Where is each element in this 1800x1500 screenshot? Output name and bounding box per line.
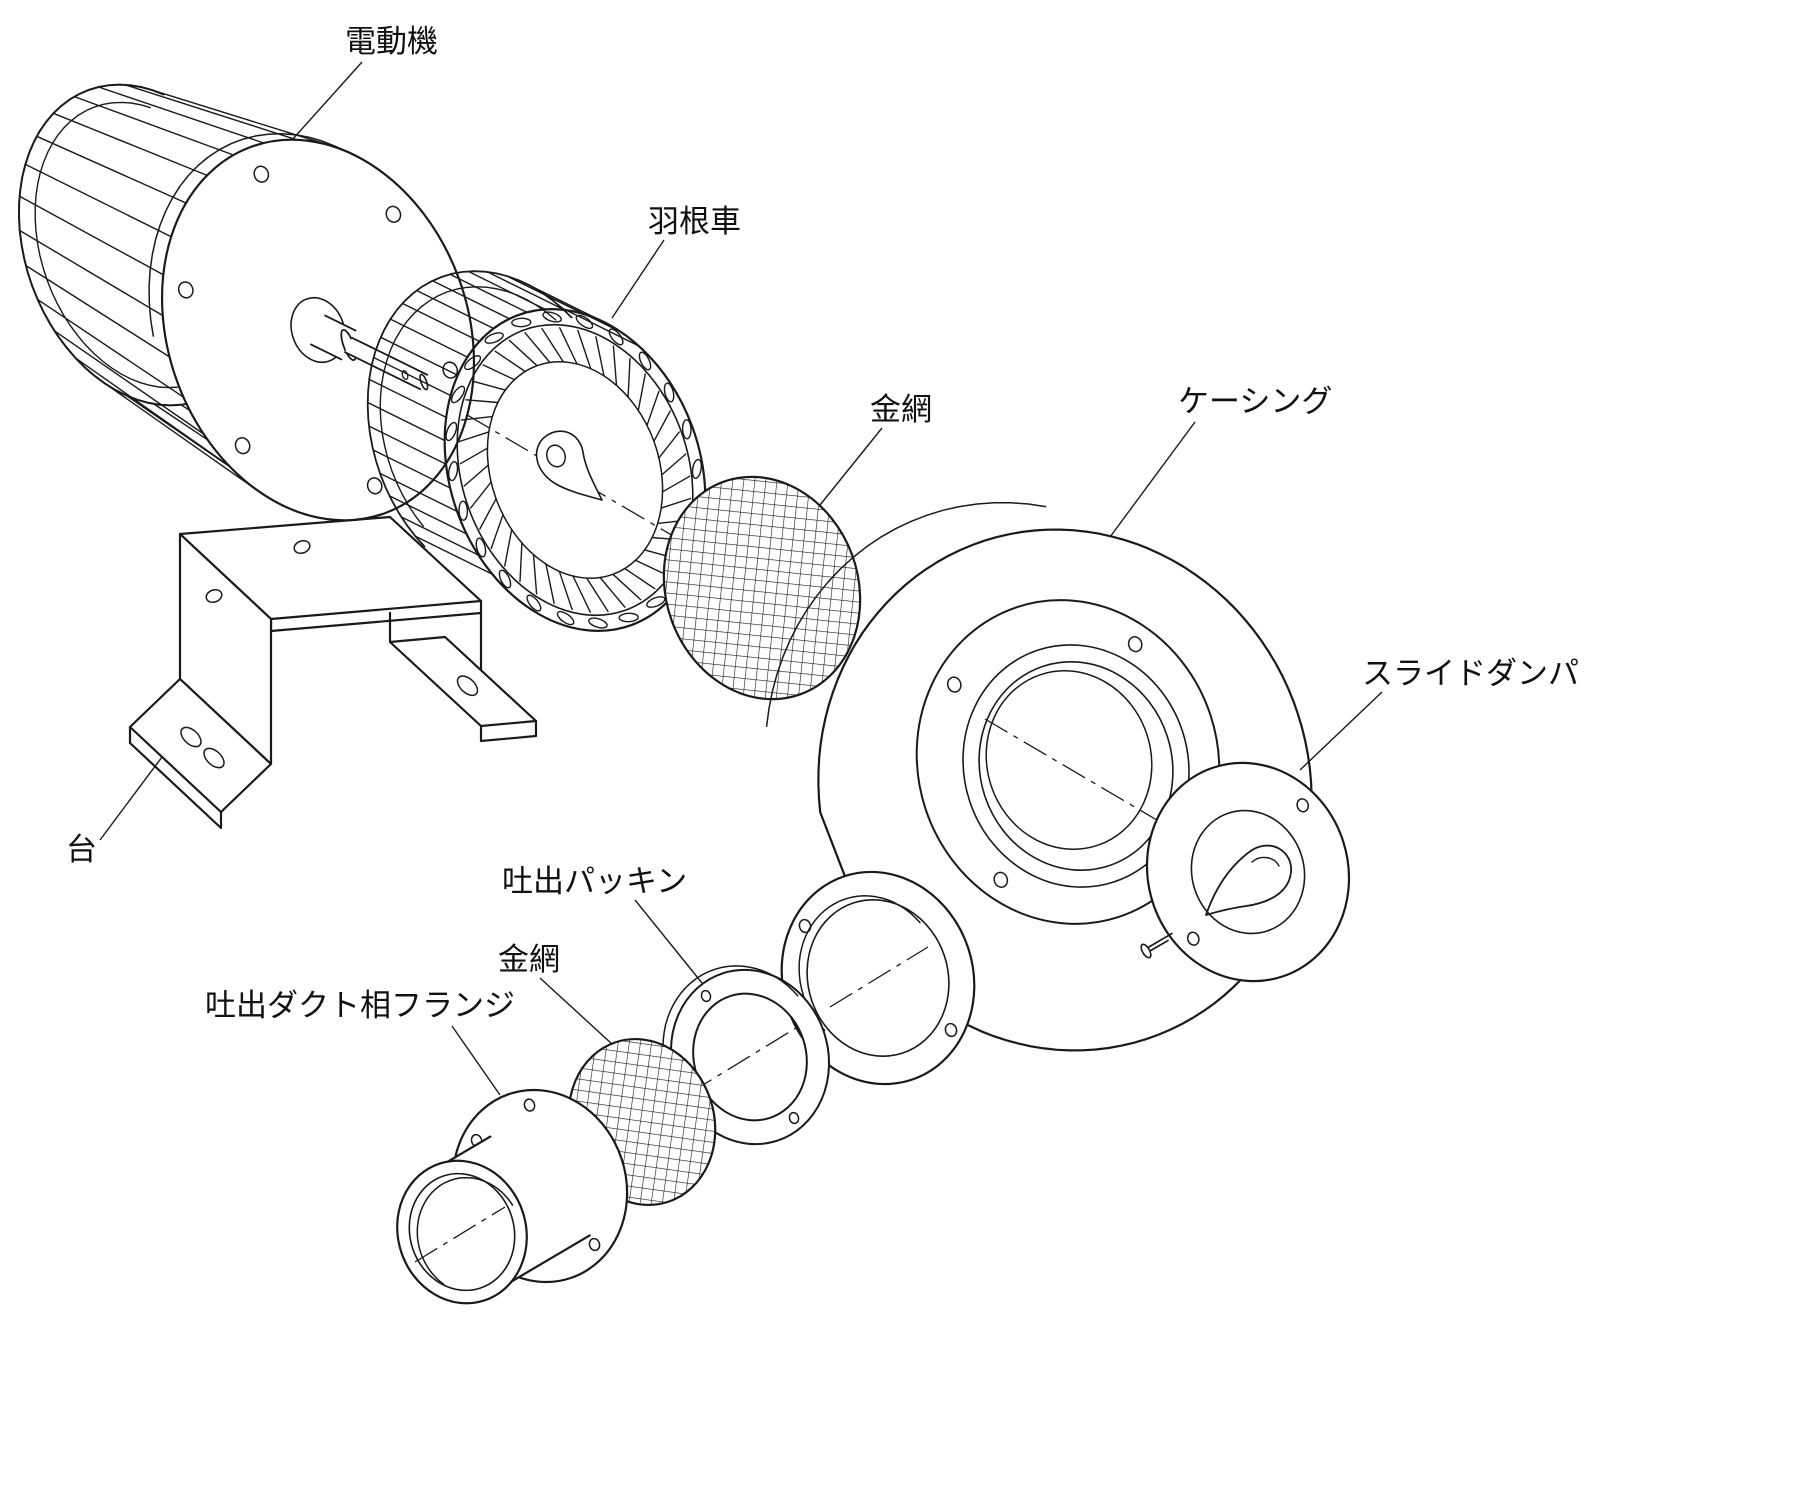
label-discharge-packing: 吐出パッキン: [502, 864, 687, 900]
shaft-boss: [290, 296, 346, 364]
label-duct-flange: 吐出ダクト相フランジ: [205, 988, 515, 1024]
base-bracket: [128, 515, 538, 830]
slide-damper: [1140, 761, 1351, 983]
impeller: [443, 308, 707, 632]
leader-packing: [634, 899, 703, 984]
label-mesh-discharge: 金網: [498, 942, 560, 978]
duct-centerline-segment: [414, 1206, 506, 1263]
impeller-cage: [366, 270, 640, 575]
leader-slide-damper: [1299, 691, 1383, 771]
impeller-hub: [535, 430, 603, 501]
impeller-shaft-hole: [545, 444, 567, 468]
casing-back-edge: [765, 501, 1047, 728]
casing-centerline-segments: [829, 718, 1163, 1008]
leader-duct-flange: [451, 1025, 501, 1096]
damper-pin: [1140, 943, 1152, 959]
leader-mesh-discharge: [539, 977, 613, 1045]
label-motor: 電動機: [345, 24, 438, 60]
label-slide-damper: スライドダンパ: [1362, 656, 1579, 692]
wire-mesh-inlet: [662, 475, 862, 701]
label-impeller: 羽根車: [648, 204, 741, 240]
part-labels: 電動機 羽根車 金網 ケーシング スライドダンパ 台 吐出パッキン 金網 吐出ダ…: [66, 24, 1579, 1024]
leader-impeller: [611, 239, 665, 319]
leader-mesh-inlet: [819, 427, 883, 506]
leader-motor: [291, 61, 363, 141]
label-base: 台: [66, 832, 97, 868]
leader-casing: [1109, 421, 1196, 538]
leader-base: [99, 756, 163, 841]
label-casing: ケーシング: [1178, 384, 1332, 420]
damper-opening: [1205, 844, 1292, 916]
label-mesh-inlet: 金網: [870, 392, 932, 428]
leader-lines: [99, 61, 1383, 1096]
